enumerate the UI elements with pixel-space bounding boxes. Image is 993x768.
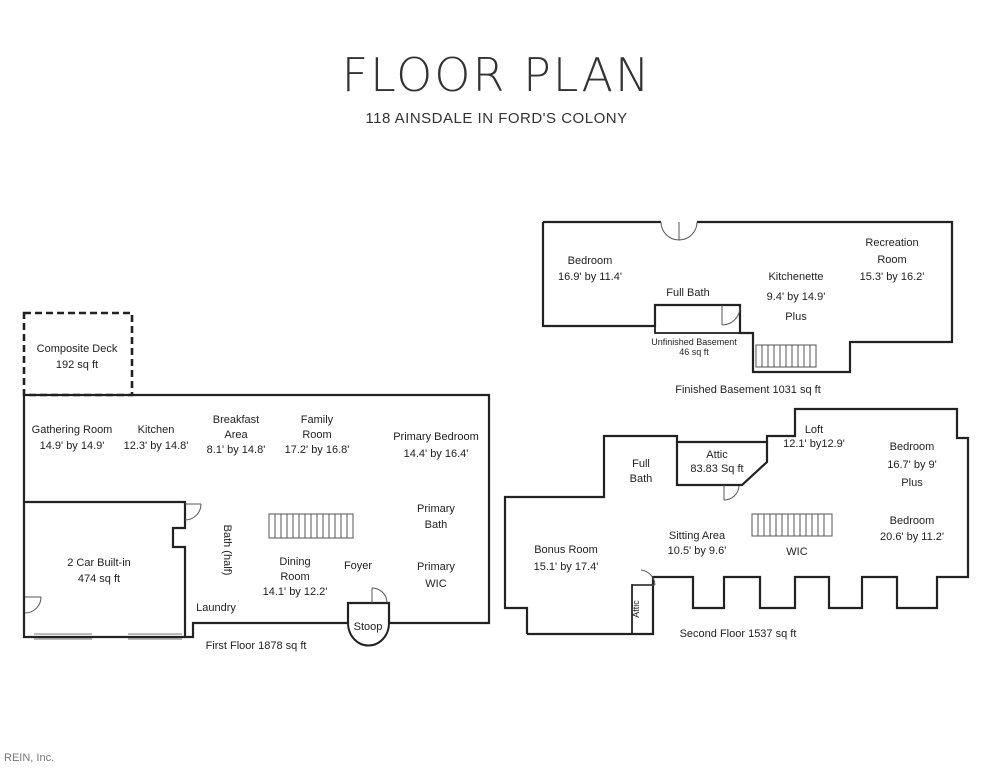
composite-deck-size: 192 sq ft bbox=[56, 359, 98, 371]
basement-caption: Finished Basement 1031 sq ft bbox=[675, 384, 821, 396]
loft-size: 12.1' by12.9' bbox=[783, 438, 845, 450]
garage-size: 474 sq ft bbox=[78, 573, 120, 585]
basement-full-bath-label: Full Bath bbox=[666, 287, 709, 299]
basement-plan bbox=[541, 220, 954, 374]
primary-bedroom-size: 14.4' by 16.4' bbox=[404, 448, 469, 460]
gathering-room-size: 14.9' by 14.9' bbox=[40, 440, 105, 452]
wic-label: WIC bbox=[786, 546, 807, 558]
recreation-room-label: Recreation bbox=[865, 237, 918, 249]
dining-room-label-2: Room bbox=[280, 571, 309, 583]
half-bath-label: Bath (half) bbox=[221, 525, 233, 576]
basement-bath-door bbox=[721, 305, 741, 326]
copyright-credit: REIN, Inc. bbox=[4, 752, 55, 764]
plan-title: FLOOR PLAN bbox=[341, 48, 652, 102]
unfinished-basement-size: 46 sq ft bbox=[679, 347, 709, 357]
second-floor-stairs bbox=[751, 513, 833, 537]
attic-size: 83.83 Sq ft bbox=[690, 463, 743, 475]
first-floor-plan bbox=[22, 311, 491, 647]
second-floor-caption: Second Floor 1537 sq ft bbox=[680, 628, 797, 640]
composite-deck-label: Composite Deck bbox=[37, 343, 118, 355]
attic-room-walls bbox=[675, 442, 769, 487]
family-room-label-2: Room bbox=[302, 429, 331, 441]
foyer-label: Foyer bbox=[344, 560, 372, 572]
primary-wic-label-2: WIC bbox=[425, 578, 446, 590]
unfinished-basement-label: Unfinished Basement bbox=[651, 337, 737, 347]
garage-walls bbox=[24, 500, 187, 637]
loft-label: Loft bbox=[805, 424, 823, 436]
bedroom-1-size: 16.7' by 9' bbox=[887, 459, 936, 471]
first-floor-caption: First Floor 1878 sq ft bbox=[206, 640, 307, 652]
family-room-label: Family bbox=[301, 414, 334, 426]
first-floor-doors bbox=[24, 503, 388, 614]
small-attic-label: Attic bbox=[631, 600, 641, 618]
laundry-label: Laundry bbox=[196, 602, 236, 614]
basement-double-door bbox=[660, 220, 698, 241]
unfinished-basement-room bbox=[654, 304, 741, 334]
garage-label: 2 Car Built-in bbox=[67, 557, 131, 569]
primary-wic-label: Primary bbox=[417, 561, 455, 573]
bonus-room-label: Bonus Room bbox=[534, 544, 598, 556]
second-floor-plan bbox=[503, 407, 970, 636]
gathering-room-label: Gathering Room bbox=[32, 424, 113, 436]
basement-labels: Bedroom 16.9' by 11.4' Full Bath Kitchen… bbox=[558, 237, 924, 396]
breakfast-area-label: Breakfast bbox=[213, 414, 259, 426]
bedroom-2-size: 20.6' by 11.2' bbox=[880, 531, 944, 543]
family-room-size: 17.2' by 16.8' bbox=[285, 444, 350, 456]
kitchenette-size: 9.4' by 14.9' bbox=[767, 291, 826, 303]
recreation-room-size: 15.3' by 16.2' bbox=[860, 271, 925, 283]
first-floor-labels: Composite Deck 192 sq ft Gathering Room … bbox=[32, 343, 479, 652]
stoop-outline bbox=[347, 622, 390, 647]
second-floor-full-bath-label-2: Bath bbox=[630, 473, 653, 485]
primary-bath-label: Primary bbox=[417, 503, 455, 515]
second-floor-doors bbox=[633, 485, 740, 586]
dining-room-size: 14.1' by 12.2' bbox=[263, 586, 328, 598]
plan-subtitle: 118 AINSDALE IN FORD'S COLONY bbox=[365, 110, 628, 127]
kitchen-label: Kitchen bbox=[138, 424, 175, 436]
basement-bedroom-size: 16.9' by 11.4' bbox=[558, 271, 622, 283]
second-floor-walls bbox=[503, 407, 970, 636]
recreation-room-label-2: Room bbox=[877, 254, 906, 266]
second-floor-full-bath-label: Full bbox=[632, 458, 650, 470]
bedroom-1-plus: Plus bbox=[901, 477, 923, 489]
primary-bath-label-2: Bath bbox=[425, 519, 448, 531]
kitchenette-label: Kitchenette bbox=[768, 271, 823, 283]
sitting-area-label: Sitting Area bbox=[669, 530, 726, 542]
primary-bedroom-label: Primary Bedroom bbox=[393, 431, 479, 443]
attic-label: Attic bbox=[706, 449, 728, 461]
garage-doors bbox=[34, 633, 182, 640]
basement-bedroom-label: Bedroom bbox=[568, 255, 613, 267]
stoop-label: Stoop bbox=[354, 621, 383, 633]
breakfast-area-size: 8.1' by 14.8' bbox=[207, 444, 266, 456]
bedroom-2-label: Bedroom bbox=[890, 515, 935, 527]
kitchen-size: 12.3' by 14.8' bbox=[124, 440, 189, 452]
bonus-room-size: 15.1' by 17.4' bbox=[534, 561, 599, 573]
kitchenette-plus: Plus bbox=[785, 311, 807, 323]
breakfast-area-label-2: Area bbox=[224, 429, 248, 441]
first-floor-stairs bbox=[268, 513, 354, 539]
bedroom-1-label: Bedroom bbox=[890, 441, 935, 453]
basement-stairs bbox=[755, 344, 817, 368]
dining-room-label: Dining bbox=[279, 556, 310, 568]
first-floor-walls bbox=[22, 393, 491, 639]
sitting-area-size: 10.5' by 9.6' bbox=[668, 545, 727, 557]
second-floor-labels: Full Bath Attic 83.83 Sq ft Loft 12.1' b… bbox=[534, 424, 944, 640]
